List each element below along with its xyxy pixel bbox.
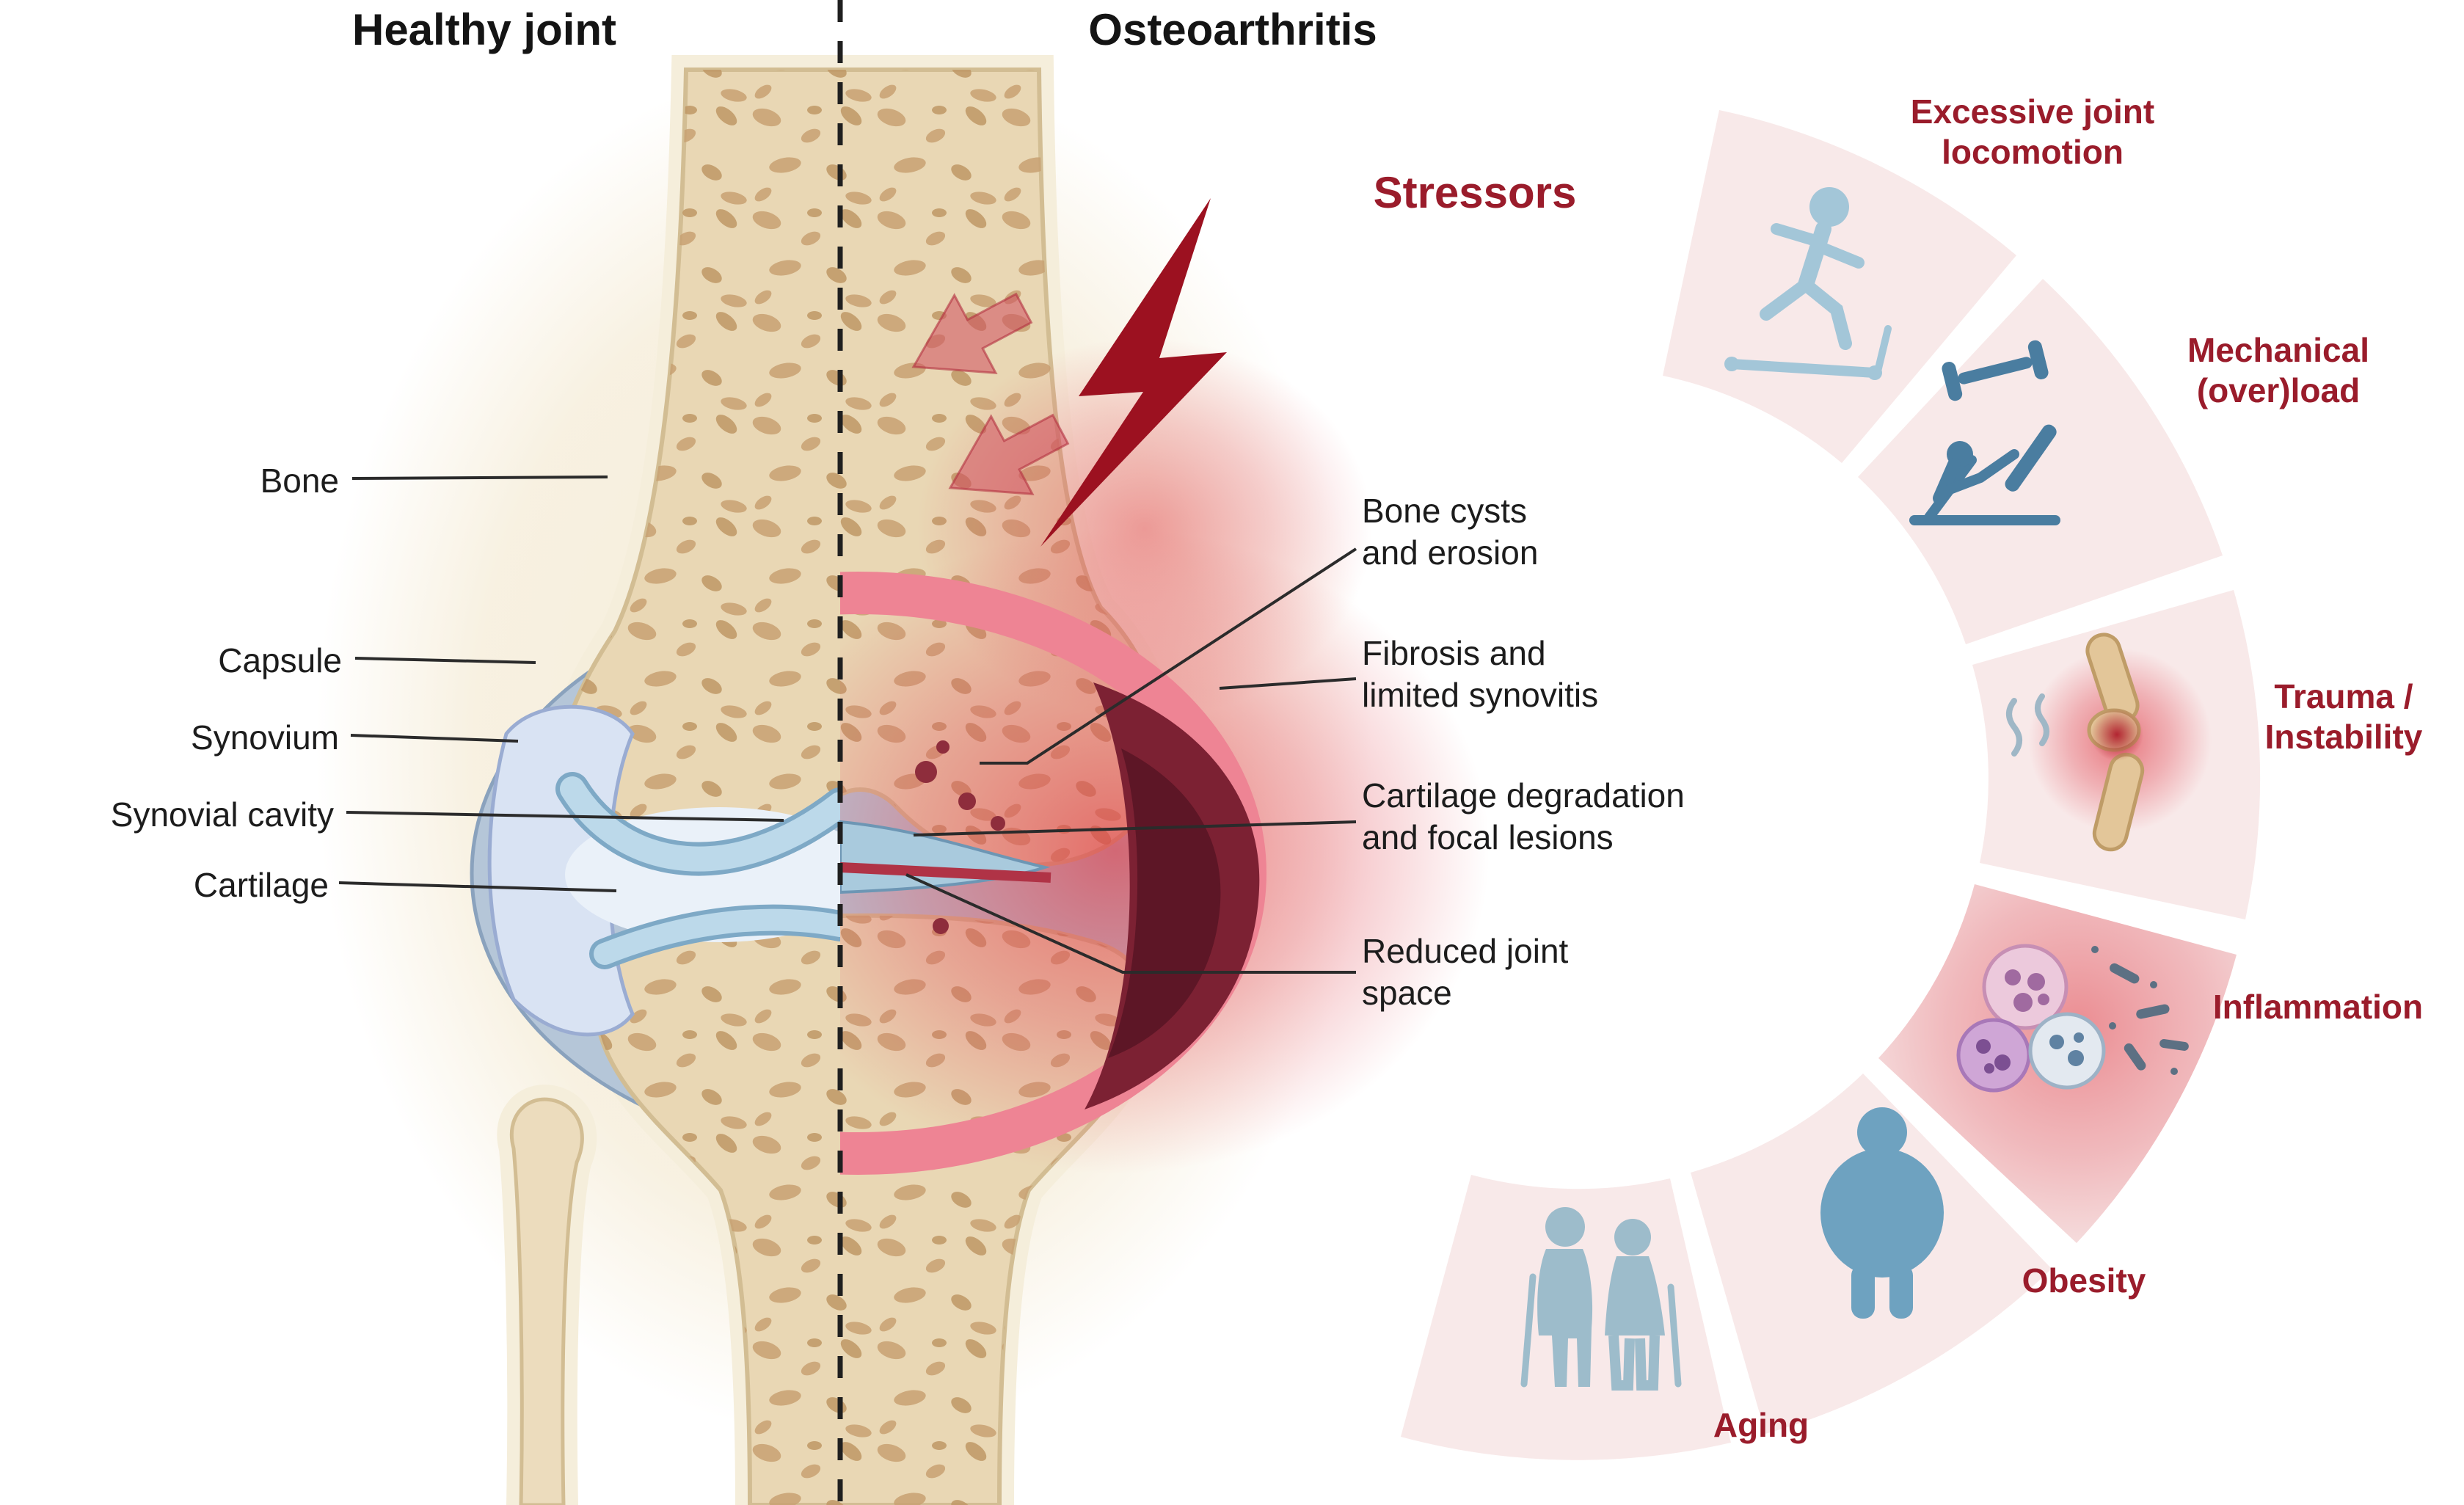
connector-line [354, 657, 536, 664]
synovium-label: Synovium [191, 718, 339, 757]
stressor-label-excessive-locomotion: Excessive joint locomotion [1910, 92, 2155, 172]
healthy-joint-detail [487, 704, 840, 1037]
leg-press-icon [1909, 340, 2060, 525]
lightning-bolt-icon [1040, 198, 1227, 547]
connector-lines [338, 475, 1357, 974]
stressor-label-obesity: Obesity [2022, 1261, 2146, 1300]
capsule-label: Capsule [218, 641, 342, 679]
connector-line [338, 881, 617, 892]
synovial-cavity-label: Synovial cavity [110, 795, 334, 834]
stressor-label-inflammation: Inflammation [2212, 988, 2424, 1026]
connector-line [1219, 677, 1357, 690]
connector-line [913, 820, 1357, 837]
treadmill-runner-icon [1724, 187, 1892, 380]
connector-line [980, 547, 1357, 765]
connector-line [351, 475, 608, 480]
cartilage-degradation-label: Cartilage degradation and focal lesions [1362, 776, 1685, 857]
oa-joint-detail [840, 338, 1490, 1175]
wheel-segment-mechanical-overload [1858, 279, 2223, 644]
bone-label: Bone [260, 462, 339, 500]
cartilage-label: Cartilage [193, 866, 329, 904]
connector-line [350, 734, 519, 743]
wheel-segment-excessive-locomotion [1663, 110, 2016, 463]
bone-cysts-label: Bone cysts and erosion [1362, 492, 1539, 572]
elderly-couple-icon [1520, 1207, 1682, 1391]
osteoarthritis-title: Osteoarthritis [1088, 5, 1377, 54]
obese-person-icon [1820, 1107, 1944, 1319]
stressor-label-aging: Aging [1713, 1406, 1809, 1444]
stressors-heading: Stressors [1373, 168, 1577, 217]
fibrosis-label: Fibrosis and limited synovitis [1362, 634, 1599, 715]
stressor-label-trauma: Trauma / Instability [2264, 677, 2423, 757]
connector-line [905, 873, 1356, 974]
inflammation-cells-icon [1956, 944, 2189, 1093]
healthy-joint-title: Healthy joint [351, 5, 617, 54]
knee-trauma-icon [2006, 633, 2212, 852]
reduced-joint-space-label: Reduced joint space [1362, 932, 1569, 1013]
bone-cyst-dots [915, 740, 1005, 934]
fibula-bone [509, 1097, 584, 1505]
connector-line [346, 811, 784, 822]
stressor-label-mechanical-overload: Mechanical (over)load [2187, 331, 2369, 410]
degraded-cartilage-line [840, 862, 1051, 883]
stress-arrow-icon [911, 292, 1070, 495]
